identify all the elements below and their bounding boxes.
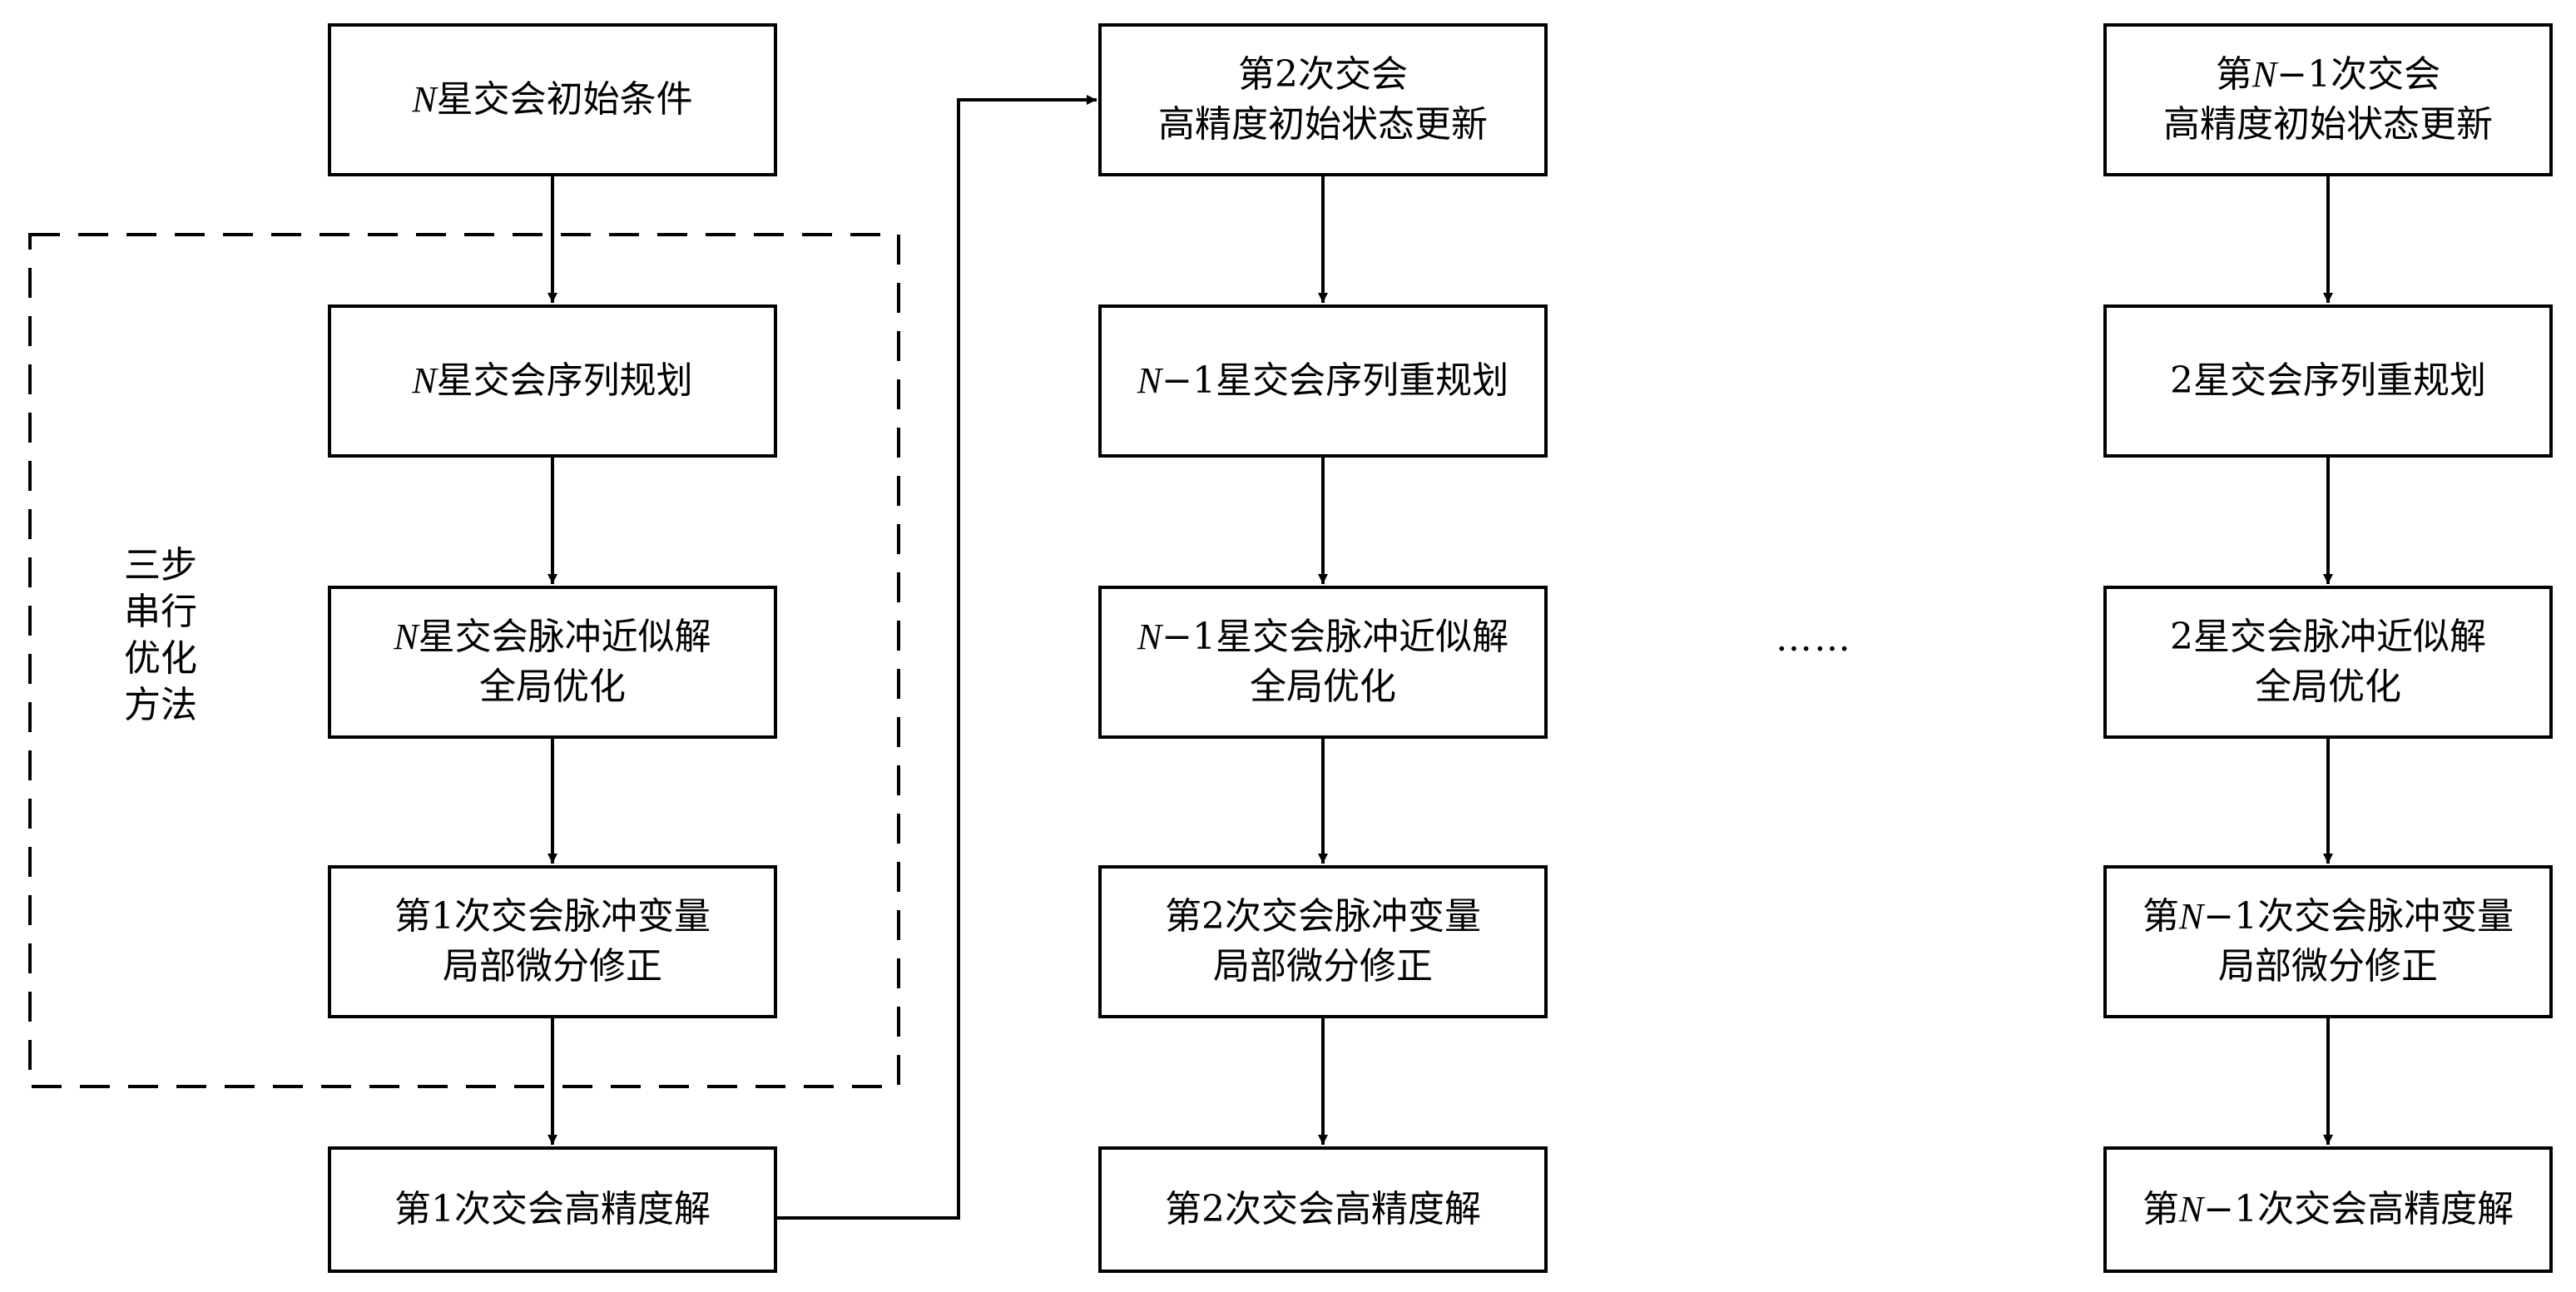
box-text-line: 第N−1次交会 bbox=[2215, 53, 2441, 96]
label-line: 串行 bbox=[124, 591, 197, 633]
box-n-minus-1-impulse-global-optimization: N−1星交会脉冲近似解 全局优化 bbox=[1098, 586, 1548, 739]
box-text-line: 第1次交会高精度解 bbox=[394, 1188, 711, 1230]
box-text-line: 高精度初始状态更新 bbox=[2163, 103, 2493, 146]
box-n-sat-initial-conditions: N星交会初始条件 bbox=[328, 23, 777, 176]
box-2-sat-sequence-replanning: 2星交会序列重规划 bbox=[2103, 304, 2553, 458]
box-text-line: N星交会序列规划 bbox=[412, 359, 693, 402]
box-rendezvous-1-local-correction: 第1次交会脉冲变量 局部微分修正 bbox=[328, 865, 777, 1018]
label-line: 方法 bbox=[124, 684, 197, 726]
box-n-sat-sequence-planning: N星交会序列规划 bbox=[328, 304, 777, 458]
box-text-line: N−1星交会脉冲近似解 bbox=[1137, 616, 1509, 658]
box-rendezvous-n-minus-1-high-precision: 第N−1次交会高精度解 bbox=[2103, 1146, 2553, 1273]
box-text-line: 第2次交会脉冲变量 bbox=[1165, 895, 1481, 938]
box-text-line: 全局优化 bbox=[479, 666, 626, 708]
three-step-method-label: 三步 串行 优化 方法 bbox=[115, 542, 206, 729]
box-text-line: 第N−1次交会脉冲变量 bbox=[2142, 895, 2514, 938]
box-text-line: 第1次交会脉冲变量 bbox=[394, 895, 711, 938]
box-text-line: 第N−1次交会高精度解 bbox=[2142, 1188, 2514, 1230]
box-rendezvous-2-local-correction: 第2次交会脉冲变量 局部微分修正 bbox=[1098, 865, 1548, 1018]
box-rendezvous-n-minus-1-state-update: 第N−1次交会 高精度初始状态更新 bbox=[2103, 23, 2553, 176]
label-line: 优化 bbox=[124, 637, 197, 680]
box-text-line: 局部微分修正 bbox=[2218, 945, 2438, 988]
box-text-line: 2星交会序列重规划 bbox=[2170, 359, 2486, 402]
box-text-line: 全局优化 bbox=[2255, 666, 2401, 708]
box-n-minus-1-sequence-replanning: N−1星交会序列重规划 bbox=[1098, 304, 1548, 458]
label-line: 三步 bbox=[124, 544, 197, 587]
box-text-line: N−1星交会序列重规划 bbox=[1137, 359, 1509, 402]
box-text-line: 局部微分修正 bbox=[1213, 945, 1433, 988]
box-text-line: 2星交会脉冲近似解 bbox=[2170, 616, 2486, 658]
box-n-sat-impulse-global-optimization: N星交会脉冲近似解 全局优化 bbox=[328, 586, 777, 739]
box-text-line: 第2次交会 bbox=[1238, 53, 1408, 96]
ellipsis: …… bbox=[1776, 617, 1852, 660]
dashed-group-boundary bbox=[28, 233, 900, 1088]
box-text-line: N星交会脉冲近似解 bbox=[394, 616, 711, 658]
arrow-result1-to-state-update2 bbox=[777, 95, 1097, 1220]
box-rendezvous-1-high-precision: 第1次交会高精度解 bbox=[328, 1146, 777, 1273]
box-text-line: 高精度初始状态更新 bbox=[1158, 103, 1488, 146]
box-text-line: N星交会初始条件 bbox=[412, 78, 693, 121]
box-text-line: 第2次交会高精度解 bbox=[1165, 1188, 1481, 1230]
box-text-line: 局部微分修正 bbox=[443, 945, 662, 988]
box-rendezvous-n-minus-1-local-correction: 第N−1次交会脉冲变量 局部微分修正 bbox=[2103, 865, 2553, 1018]
box-rendezvous-2-state-update: 第2次交会 高精度初始状态更新 bbox=[1098, 23, 1548, 176]
box-text-line: 全局优化 bbox=[1250, 666, 1396, 708]
box-rendezvous-2-high-precision: 第2次交会高精度解 bbox=[1098, 1146, 1548, 1273]
box-2-sat-impulse-global-optimization: 2星交会脉冲近似解 全局优化 bbox=[2103, 586, 2553, 739]
